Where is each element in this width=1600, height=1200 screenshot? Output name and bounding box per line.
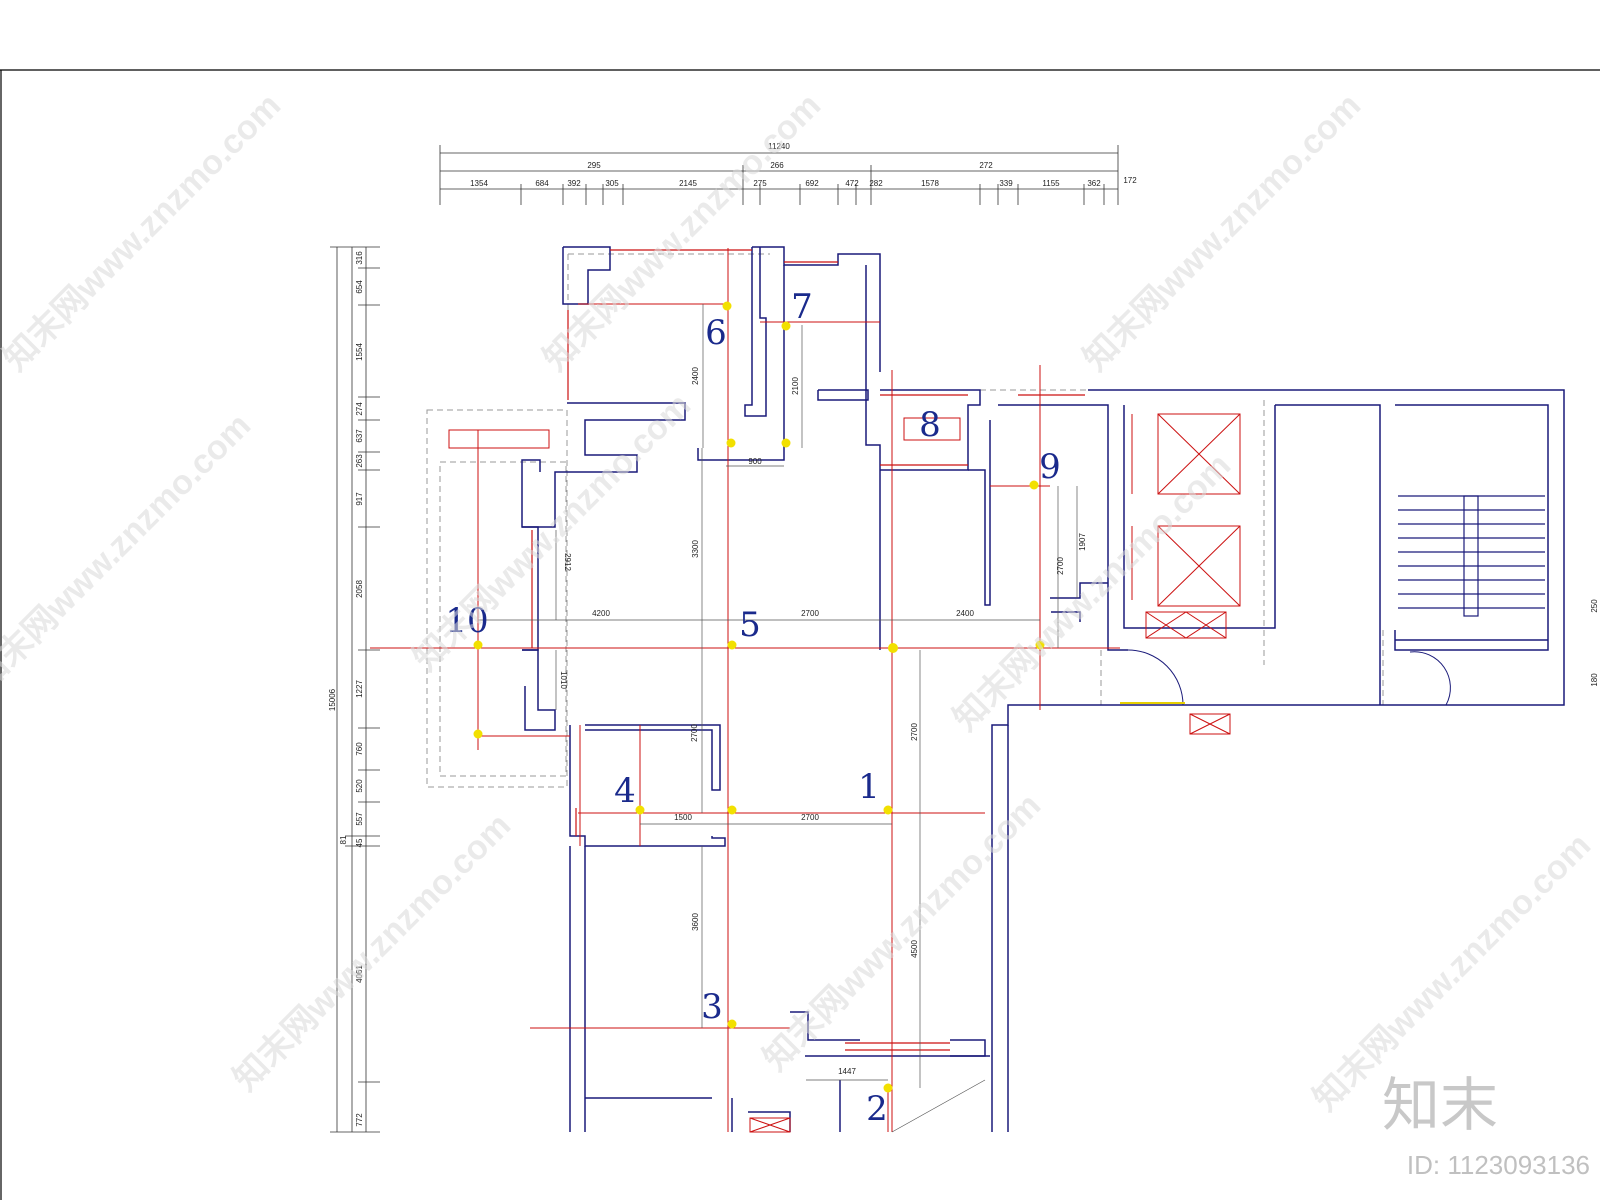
dim-interior: 2700 (801, 609, 819, 618)
dim-interior: 2400 (691, 367, 700, 385)
dim-segment-left: 520 (355, 779, 364, 793)
dim-segment-left: 654 (355, 280, 364, 294)
dim-segment-left: 45 (355, 838, 364, 847)
dim-segment-top: 684 (535, 179, 549, 188)
top-dimension-chain (439, 145, 1119, 205)
left-dimension-chain (330, 246, 380, 1133)
dim-interior: 2400 (956, 609, 974, 618)
watermark-text: 知末网www.znzmo.com (1076, 86, 1368, 378)
marker-3: 3 (701, 987, 723, 1027)
watermark-text: 知末网www.znzmo.com (0, 406, 258, 698)
dim-group-left: 81 (339, 835, 348, 844)
dim-segment-top: 1155 (1042, 179, 1060, 188)
dim-segment-left: 263 (355, 454, 364, 468)
dim-segment-top: 472 (845, 179, 859, 188)
dim-overall-left: 15006 (328, 688, 337, 711)
dim-interior: 2700 (801, 813, 819, 822)
dim-interior: 2100 (791, 377, 800, 395)
dim-segment-left: 557 (355, 812, 364, 826)
dim-interior: 1500 (674, 813, 692, 822)
dim-interior: 4500 (910, 940, 919, 958)
dim-interior: 4200 (592, 609, 610, 618)
marker-7: 7 (791, 287, 813, 327)
dim-segment-left: 4061 (355, 965, 364, 983)
dim-right: 250 (1590, 599, 1599, 613)
watermark-layer: 知末网www.znzmo.com 知末网www.znzmo.com 知末网www… (0, 86, 1598, 1118)
marker-8: 8 (919, 405, 941, 445)
marker-2: 2 (866, 1089, 888, 1129)
dim-segment-top: 339 (999, 179, 1013, 188)
dim-segment-top: 1354 (470, 179, 488, 188)
dim-segment-left: 1227 (355, 680, 364, 698)
dim-segment-top: 2145 (679, 179, 697, 188)
dim-interior: 1907 (1078, 533, 1087, 551)
watermark-text: 知末网www.znzmo.com (0, 86, 288, 378)
dim-segment-top: 692 (805, 179, 819, 188)
walls (521, 246, 1565, 1132)
marker-9: 9 (1039, 447, 1061, 487)
interior-dimension-lines (478, 304, 1078, 1133)
dim-segment-left: 274 (355, 402, 364, 416)
dim-right: 180 (1590, 673, 1599, 687)
dim-segment-top: 1578 (921, 179, 939, 188)
dim-group-top: 266 (770, 161, 784, 170)
dim-interior: 900 (748, 457, 762, 466)
dim-segment-top: 275 (753, 179, 767, 188)
dim-segment-top: 362 (1087, 179, 1101, 188)
dim-segment-left: 1554 (355, 343, 364, 361)
dim-segment-left: 2058 (355, 580, 364, 598)
dim-segment-top: 305 (605, 179, 619, 188)
marker-10: 10 (445, 601, 488, 641)
dim-group-top: 295 (587, 161, 601, 170)
marker-1: 1 (858, 767, 880, 807)
dim-overall-top: 11240 (768, 142, 790, 151)
windows (531, 249, 1085, 1051)
stairs (1398, 495, 1545, 617)
dim-segment-left: 772 (355, 1113, 364, 1127)
watermark-text: 知末网www.znzmo.com (226, 806, 518, 1098)
dim-interior: 1010 (559, 671, 568, 689)
marker-6: 6 (705, 313, 727, 353)
axis-lines (370, 248, 1120, 1132)
dim-interior: 2700 (1056, 557, 1065, 575)
dim-interior: 2700 (690, 724, 699, 742)
dim-interior: 2700 (910, 723, 919, 741)
elevator-shafts (448, 413, 1241, 1133)
dim-segment-left: 760 (355, 742, 364, 756)
marker-5: 5 (739, 605, 761, 645)
marker-4: 4 (614, 771, 636, 811)
dim-segment-left: 316 (355, 251, 364, 265)
survey-points (473, 301, 1045, 1093)
dim-interior: 3300 (691, 540, 700, 558)
dim-segment-left: 917 (355, 492, 364, 506)
dim-segment-top: 392 (567, 179, 581, 188)
dim-interior: 2912 (563, 553, 572, 571)
dim-interior: 1447 (838, 1067, 856, 1076)
door-swings (1120, 649, 1451, 706)
image-id-label: ID: 1123093136 (1407, 1150, 1590, 1180)
dim-extra-top: 172 (1123, 176, 1137, 185)
brand-logo-text: 知末 (1382, 1071, 1498, 1139)
dim-segment-left: 637 (355, 429, 364, 443)
watermark-text: 知末网www.znzmo.com (756, 786, 1048, 1078)
dim-interior: 3600 (691, 913, 700, 931)
dim-group-top: 272 (979, 161, 993, 170)
dim-segment-top: 282 (869, 179, 883, 188)
